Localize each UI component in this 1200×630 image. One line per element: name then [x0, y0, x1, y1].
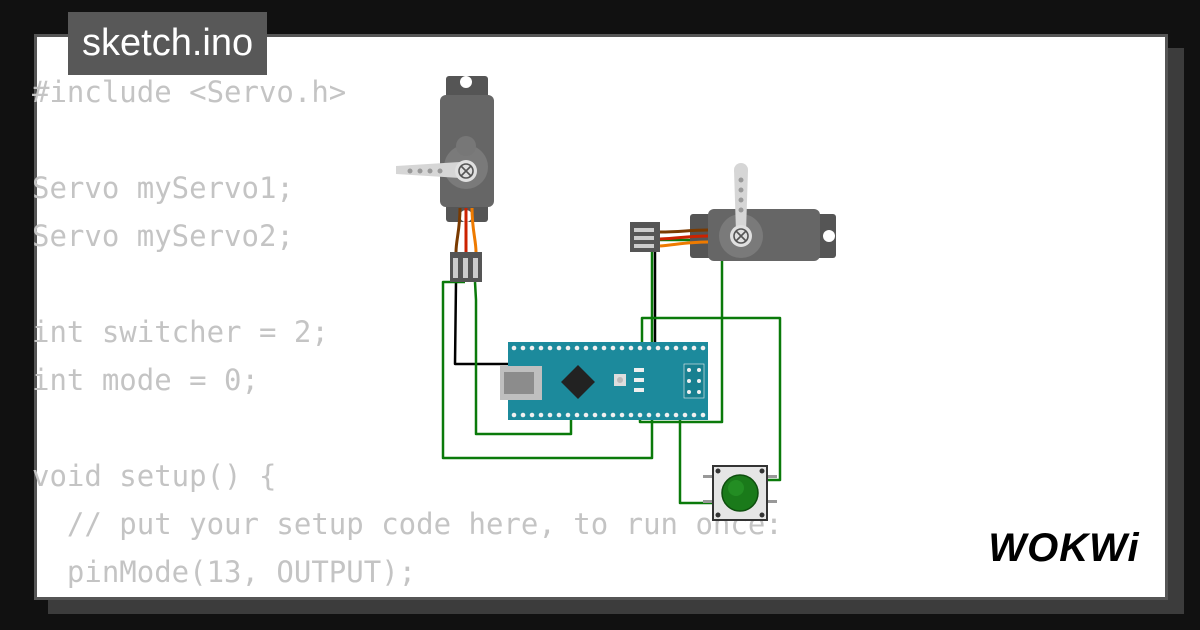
wire-servo2-power: [647, 246, 654, 350]
microcontroller-chip: [561, 365, 595, 399]
servo-2-mount-hole: [823, 230, 835, 242]
code-line: pinMode(13, OUTPUT);: [32, 555, 417, 589]
icsp-header: [687, 368, 701, 394]
code-line: Servo myServo1;: [32, 171, 294, 205]
code-line: Servo myServo2;: [32, 219, 294, 253]
code-line: // put your setup code here, to run once…: [32, 507, 783, 541]
code-line: #include <Servo.h>: [32, 75, 347, 109]
code-line: void setup() {: [32, 459, 277, 493]
wire-button-a: [640, 316, 782, 482]
code-line: int mode = 0;: [32, 363, 259, 397]
servo-1-mount-hole: [460, 76, 472, 88]
servo-1-gear: [456, 136, 476, 156]
wire-servo1-power: [473, 281, 573, 436]
wire-button-b: [678, 418, 714, 505]
preview-card: [34, 34, 1168, 600]
pushbutton[interactable]: [703, 465, 777, 521]
wokwi-logo: WOKWi: [988, 526, 1140, 570]
arduino-board[interactable]: [500, 342, 708, 420]
pin-row-bottom: [511, 412, 706, 418]
code-line: int switcher = 2;: [32, 315, 329, 349]
code-editor: #include <Servo.h> Servo myServo1; Servo m…: [32, 68, 783, 596]
file-tab-title[interactable]: sketch.ino: [68, 12, 268, 75]
servo-2[interactable]: [630, 163, 836, 261]
servo-1[interactable]: [396, 76, 494, 282]
pin-row-top: [511, 345, 706, 351]
